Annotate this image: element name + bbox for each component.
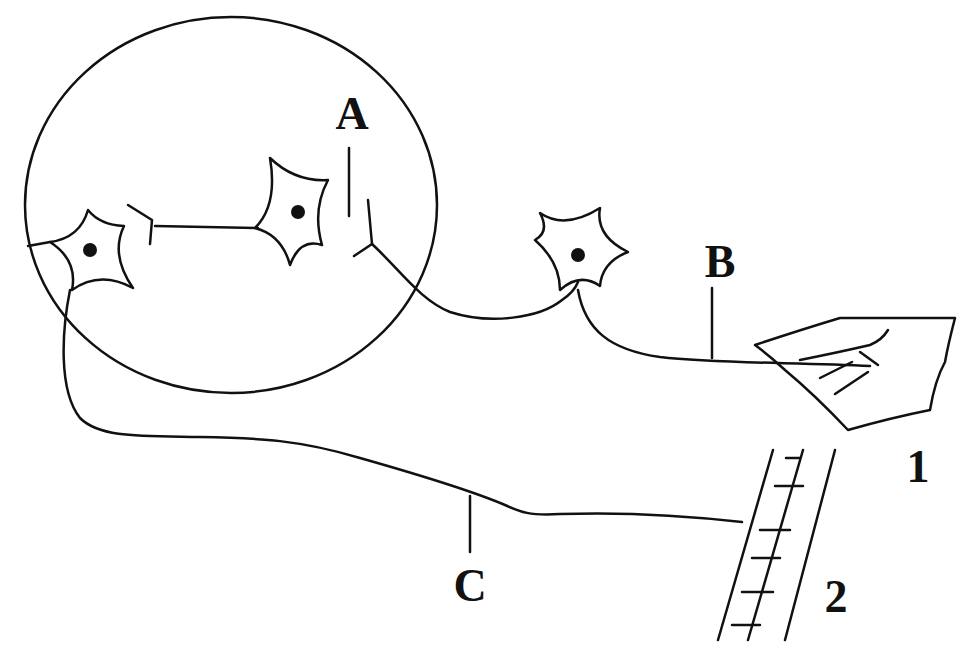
leader-line xyxy=(348,148,351,216)
nucleus xyxy=(83,243,97,257)
callout-number: 2 xyxy=(825,574,848,620)
nucleus xyxy=(571,248,585,262)
nerve-fiber xyxy=(372,244,578,319)
part-label: C xyxy=(453,563,486,609)
efferent-nerve xyxy=(64,290,742,522)
neuron-body xyxy=(255,158,328,265)
neuron-body xyxy=(50,210,133,290)
nucleus xyxy=(291,205,305,219)
part-label: B xyxy=(705,239,736,285)
leader-line xyxy=(469,496,472,552)
callout-number: 1 xyxy=(907,444,930,490)
receptor-ending xyxy=(800,330,888,360)
nerve-fiber xyxy=(155,226,258,228)
neuron-body xyxy=(535,208,628,290)
synapse xyxy=(128,205,152,244)
muscle-effector xyxy=(718,450,835,640)
skin-receptor xyxy=(755,318,955,430)
part-label: A xyxy=(335,91,368,137)
leader-line xyxy=(711,288,714,358)
spinal-region-circle xyxy=(25,17,437,393)
synapse xyxy=(354,200,372,256)
